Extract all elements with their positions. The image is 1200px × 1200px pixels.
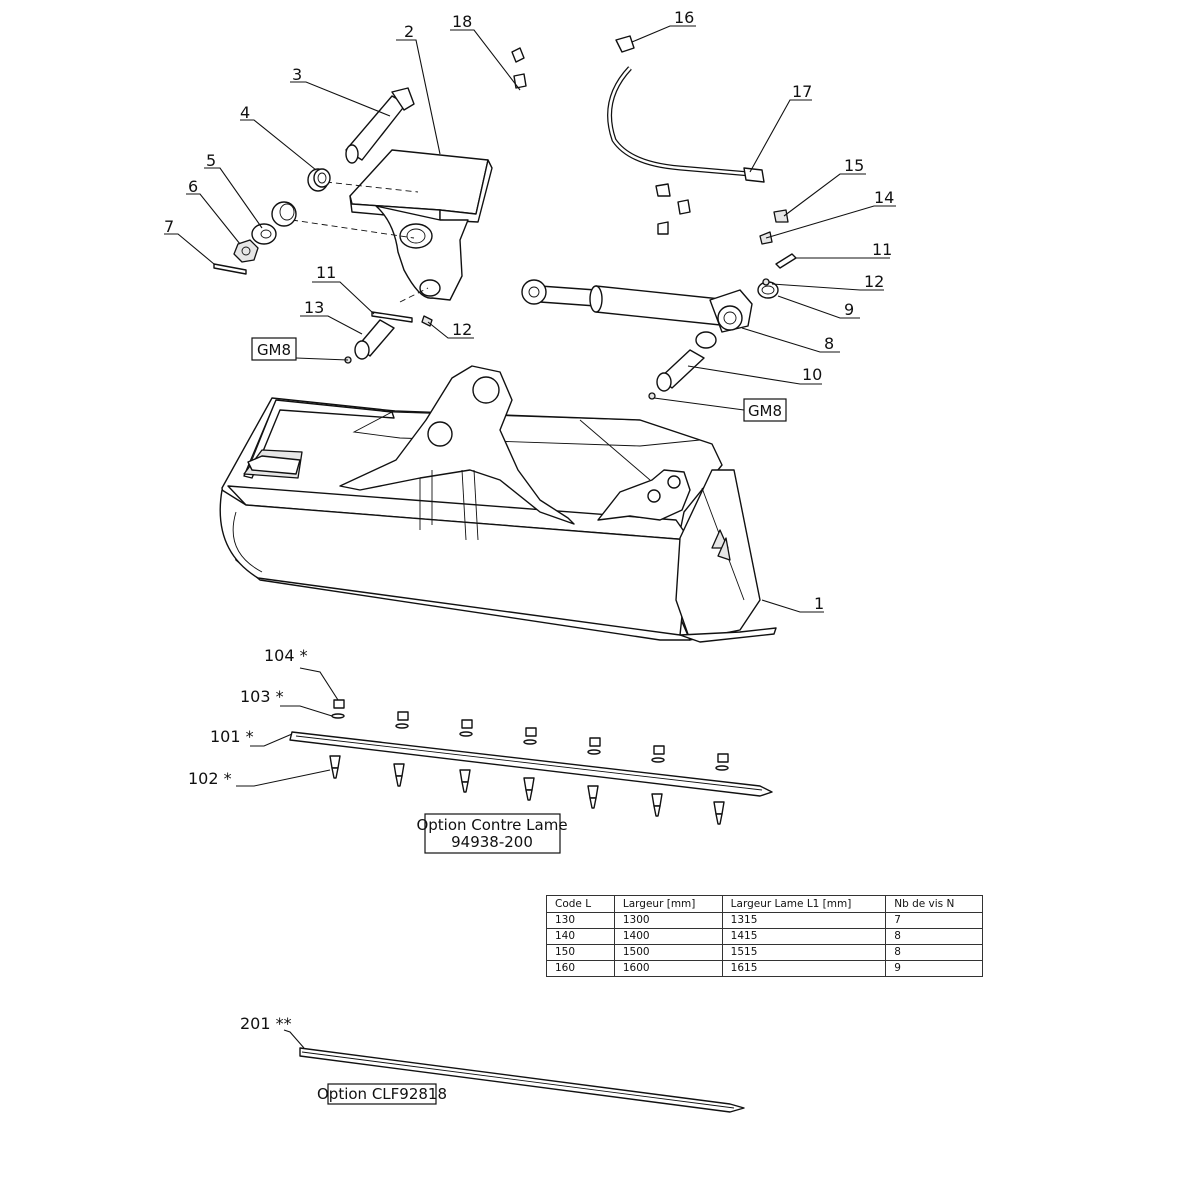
clf-blade-drawing	[299, 1047, 745, 1113]
callout-16: 16	[674, 8, 694, 27]
header-code-l: Code L	[546, 895, 615, 913]
pin-3-drawing	[345, 87, 415, 164]
hydraulic-hoses-drawing	[511, 35, 765, 235]
header-nb-vis: Nb de vis N	[885, 895, 983, 913]
callout-102: 102 *	[188, 769, 232, 788]
hydraulic-cylinder-drawing	[521, 209, 797, 400]
callout-18: 18	[452, 12, 472, 31]
pivot-block-drawing	[291, 149, 493, 303]
callout-4: 4	[240, 103, 250, 122]
gm8-left-box: GM8	[251, 337, 297, 361]
table-cell: 9	[885, 960, 983, 977]
option-clf-box: Option CLF92818	[317, 1083, 447, 1105]
callout-3: 3	[292, 65, 302, 84]
gm8-right-box: GM8	[743, 398, 787, 422]
table-cell: 1515	[721, 944, 887, 961]
contre-lame-drawing	[289, 699, 773, 825]
blade-screws	[329, 755, 725, 825]
table-row: 160 1600 1615 9	[546, 960, 983, 977]
leader-lines	[164, 25, 896, 1049]
callout-11-right: 11	[872, 240, 892, 259]
option-contre-lame-ref: 94938-200	[451, 833, 533, 851]
table-cell: 1315	[721, 912, 887, 929]
callout-1: 1	[814, 594, 824, 613]
blade-nuts	[331, 699, 729, 771]
table-cell: 140	[546, 928, 615, 945]
bushing-4-drawing	[307, 168, 331, 192]
callout-13: 13	[304, 298, 324, 317]
table-row: 130 1300 1315 7	[546, 912, 983, 929]
gm8-left-label: GM8	[257, 341, 291, 359]
table-cell: 8	[885, 928, 983, 945]
callout-8: 8	[824, 334, 834, 353]
gm8-right-label: GM8	[748, 402, 782, 420]
table-cell: 130	[546, 912, 615, 929]
callout-14: 14	[874, 188, 894, 207]
dimensions-table: Code L Largeur [mm] Largeur Lame L1 [mm]…	[546, 895, 983, 977]
header-largeur: Largeur [mm]	[613, 895, 723, 913]
callout-17: 17	[792, 82, 812, 101]
callout-11-left: 11	[316, 263, 336, 282]
table-cell: 1500	[613, 944, 723, 961]
pin-13-drawing	[344, 319, 395, 364]
table-cell: 7	[885, 912, 983, 929]
callout-6: 6	[188, 177, 198, 196]
callout-2: 2	[404, 22, 414, 41]
callout-15: 15	[844, 156, 864, 175]
table-row: 150 1500 1515 8	[546, 944, 983, 961]
callout-103: 103 *	[240, 687, 284, 706]
fastener-set-left	[213, 201, 297, 275]
table-cell: 150	[546, 944, 615, 961]
callout-7: 7	[164, 217, 174, 236]
callout-201: 201 **	[240, 1014, 292, 1033]
callout-labels: 1 2 3 4 5 6 7 11 13 12 18 16 17 15 14 11…	[164, 8, 894, 1033]
table-cell: 1400	[613, 928, 723, 945]
table-cell: 1615	[721, 960, 887, 977]
option-clf-label: Option CLF92818	[317, 1085, 447, 1103]
callout-10: 10	[802, 365, 822, 384]
table-cell: 160	[546, 960, 615, 977]
callout-101: 101 *	[210, 727, 254, 746]
bucket-drawing	[219, 365, 777, 643]
callout-12-left: 12	[452, 320, 472, 339]
callout-9: 9	[844, 300, 854, 319]
option-contre-lame-title: Option Contre Lame	[416, 816, 567, 834]
table-row: 140 1400 1415 8	[546, 928, 983, 945]
table-cell: 1300	[613, 912, 723, 929]
callout-104: 104 *	[264, 646, 308, 665]
table-cell: 1415	[721, 928, 887, 945]
table-header-row: Code L Largeur [mm] Largeur Lame L1 [mm]…	[546, 895, 983, 913]
callout-5: 5	[206, 151, 216, 170]
callout-12-right: 12	[864, 272, 884, 291]
header-largeur-lame: Largeur Lame L1 [mm]	[721, 895, 887, 913]
table-cell: 8	[885, 944, 983, 961]
option-contre-lame-box: Option Contre Lame 94938-200	[416, 813, 568, 854]
table-cell: 1600	[613, 960, 723, 977]
